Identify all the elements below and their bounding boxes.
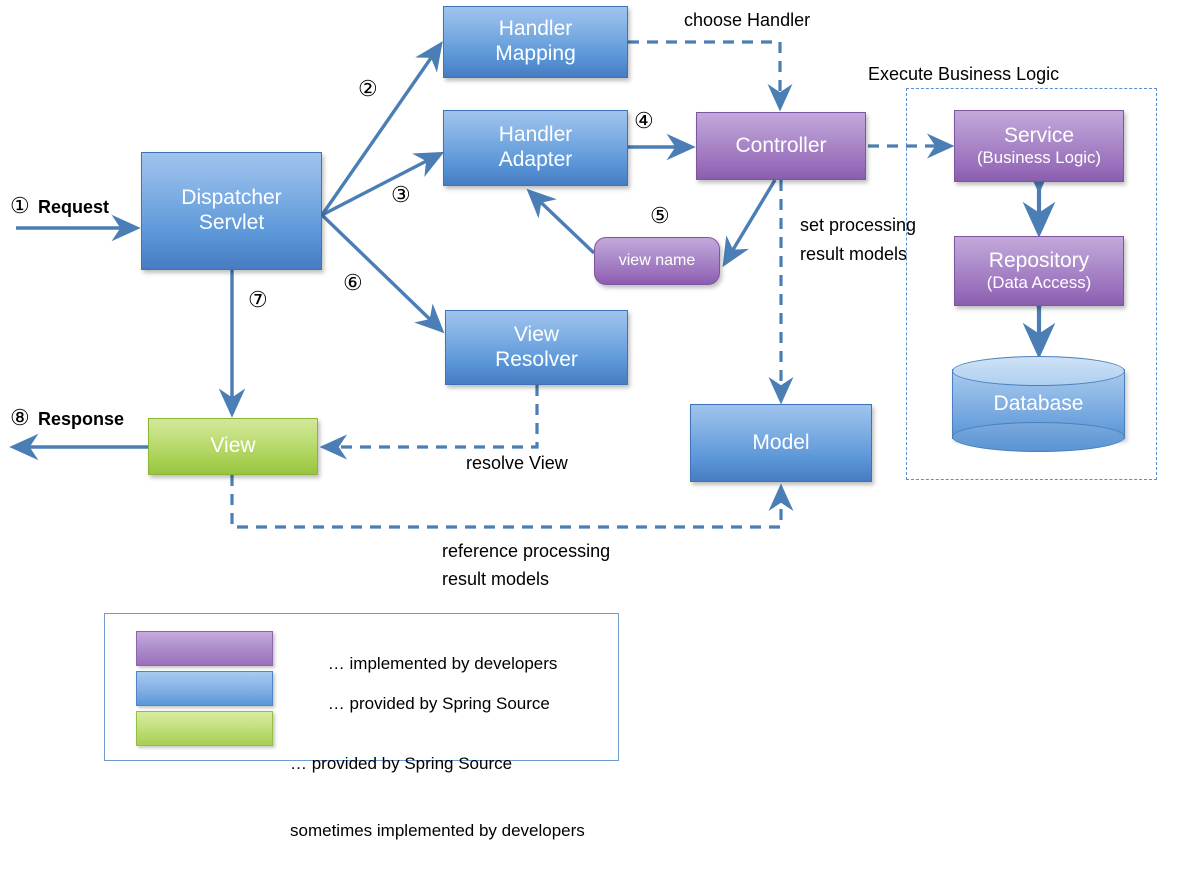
label-resolve-view: resolve View: [466, 453, 568, 473]
edge-dispatcher-to-handler-adapter: [321, 151, 445, 217]
node-label: View: [513, 322, 560, 346]
node-label: View: [210, 434, 256, 458]
node-label-2: Servlet: [198, 211, 265, 234]
edge-choose-handler: [628, 40, 793, 112]
node-label: view name: [618, 251, 696, 269]
legend-label-line2: sometimes implemented by developers: [290, 821, 585, 841]
edge-view-name-to-handler-adapter: [526, 188, 596, 255]
step-number-2: ②: [358, 76, 378, 101]
legend-swatch-blue: [136, 671, 273, 706]
legend-item-spring-source-sometimes: … provided by Spring Source sometimes im…: [136, 711, 585, 888]
node-label: Dispatcher: [181, 186, 282, 210]
node-label-2: Resolver: [495, 347, 578, 371]
label-reference-line1: reference processing: [442, 541, 611, 561]
database-cylinder-top: [952, 356, 1125, 386]
legend-item-spring-source: … provided by Spring Source: [136, 671, 550, 738]
node-repository[interactable]: Repository (Data Access): [954, 236, 1124, 306]
label-reference-line2: result models: [442, 569, 550, 589]
node-sublabel: (Business Logic): [976, 148, 1102, 168]
node-label-2: Mapping: [495, 42, 576, 65]
edge-controller-to-view-name: [722, 179, 777, 268]
node-view-resolver[interactable]: View Resolver: [445, 310, 628, 385]
node-label: Handler: [498, 17, 573, 41]
edge-dispatcher-to-handler-mapping: [320, 41, 443, 216]
legend-swatch-green: [136, 711, 273, 746]
legend-swatch-purple: [136, 631, 273, 666]
legend-label-line1: … implemented by developers: [327, 654, 558, 674]
label-set-processing-result-models-line1: set processing: [800, 215, 917, 235]
label-execute-business-logic: Execute Business Logic: [868, 64, 1060, 84]
label-set-processing-result-models-line2: result models: [800, 244, 908, 264]
node-service[interactable]: Service (Business Logic): [954, 110, 1124, 182]
label-choose-handler: choose Handler: [684, 10, 811, 30]
node-label: Handler: [498, 123, 573, 147]
legend-label: … implemented by developers: [290, 631, 558, 698]
node-label-2: Adapter: [498, 148, 573, 171]
step-number-1: ①: [10, 193, 30, 218]
node-sublabel: (Data Access): [986, 273, 1092, 293]
edge-dispatcher-to-view-resolver: [320, 213, 445, 334]
step-number-5: ⑤: [650, 203, 670, 228]
legend-item-developers: … implemented by developers: [136, 631, 557, 698]
step-number-4: ④: [634, 108, 654, 133]
diagram-canvas: Dispatcher Servlet Handler Mapping Handl…: [9, 6, 1157, 840]
step-number-7: ⑦: [248, 287, 268, 312]
label-request: Request: [38, 197, 110, 217]
step-number-6: ⑥: [343, 270, 363, 295]
node-dispatcher-servlet[interactable]: Dispatcher Servlet: [141, 152, 322, 270]
node-handler-mapping[interactable]: Handler Mapping: [443, 6, 628, 78]
legend-label-line1: … provided by Spring Source: [327, 694, 550, 714]
node-label: Model: [752, 430, 810, 454]
execute-business-logic-group: [906, 88, 1157, 480]
node-label: Database: [993, 392, 1084, 415]
node-view-name[interactable]: view name: [594, 237, 720, 285]
node-controller[interactable]: Controller: [696, 112, 866, 180]
node-label: Repository: [988, 248, 1090, 272]
legend-label-line1: … provided by Spring Source: [290, 753, 513, 773]
step-number-3: ③: [391, 182, 411, 207]
legend-label: … provided by Spring Source: [290, 671, 550, 738]
label-response: Response: [38, 409, 125, 429]
legend-panel: … implemented by developers … provided b…: [104, 613, 619, 840]
node-database[interactable]: Database: [952, 356, 1125, 452]
node-view[interactable]: View: [148, 418, 318, 475]
edge-reference-result-models: [230, 475, 794, 529]
node-model[interactable]: Model: [690, 404, 872, 482]
node-label: Controller: [735, 133, 827, 157]
edge-resolve-view: [319, 385, 539, 460]
node-handler-adapter[interactable]: Handler Adapter: [443, 110, 628, 186]
step-number-8: ⑧: [10, 405, 30, 430]
database-cylinder-bottom: [952, 422, 1125, 452]
node-label: Service: [1003, 123, 1075, 147]
